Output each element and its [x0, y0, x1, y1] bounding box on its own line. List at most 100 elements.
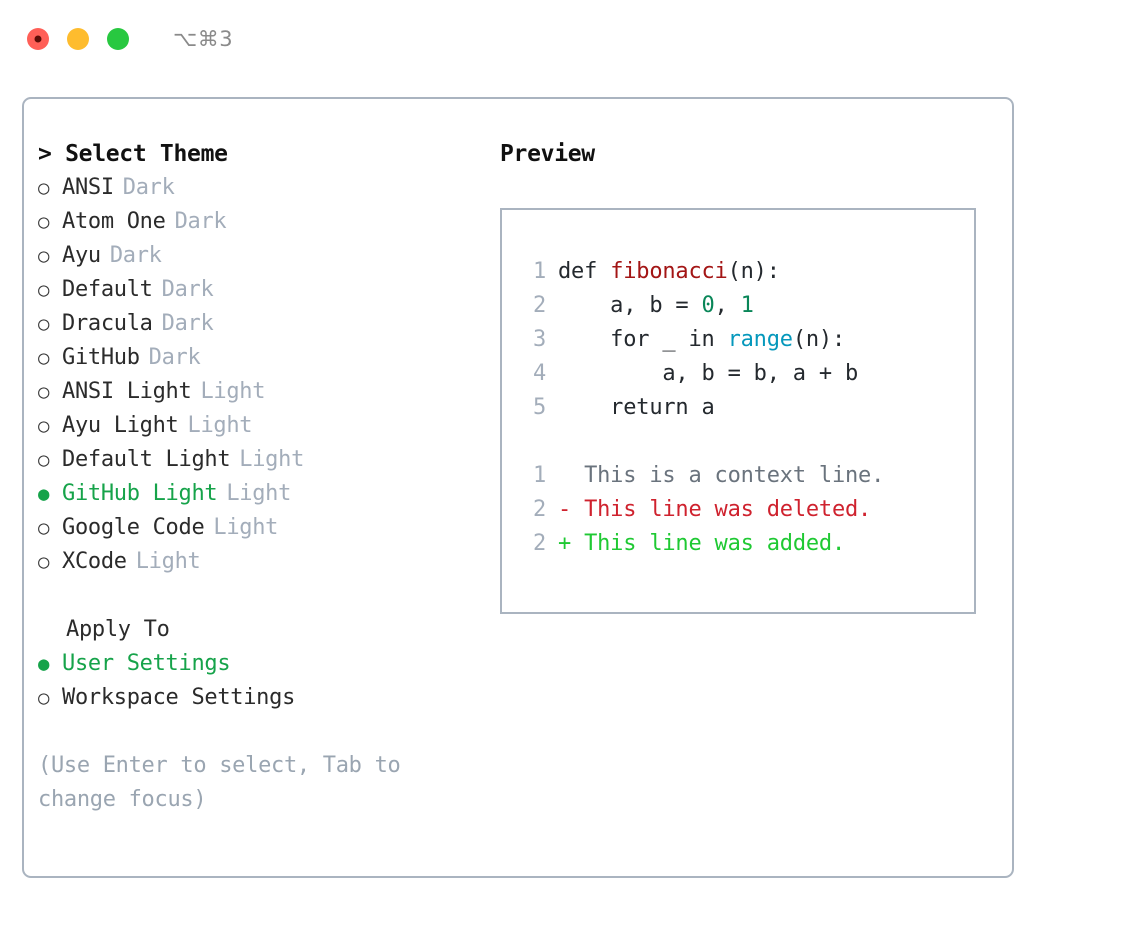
diff-line-number: 2 — [532, 497, 546, 522]
theme-option-mode-badge: Dark — [122, 175, 175, 200]
diff-line-ctx: 1 This is a context line. — [518, 459, 974, 493]
theme-option-github[interactable]: ○ GitHub Dark — [38, 341, 478, 375]
diff-sign-ctx — [558, 459, 584, 493]
theme-option-mode-badge: Dark — [174, 209, 227, 234]
title-bar: ⌥⌘3 — [0, 0, 1140, 78]
theme-option-mode-badge: Dark — [148, 345, 201, 370]
code-line: 4 a, b = b, a + b — [518, 357, 974, 391]
code-line-number: 2 — [532, 293, 546, 318]
code-line-number: 5 — [532, 395, 546, 420]
radio-unselected-icon: ○ — [38, 211, 50, 233]
theme-option-default-light[interactable]: ○ Default Light Light — [38, 443, 478, 477]
theme-option-label: GitHub Light — [62, 481, 218, 506]
code-token-plain: (n): — [727, 259, 780, 284]
theme-option-mode-badge: Light — [239, 447, 305, 472]
theme-option-ayu[interactable]: ○ Ayu Dark — [38, 239, 478, 273]
diff-sign-del: - — [558, 497, 585, 522]
diff-line-text: This is a context line. — [584, 463, 885, 488]
apply-to-option-label: User Settings — [62, 651, 231, 676]
theme-option-mode-badge: Light — [135, 549, 201, 574]
theme-option-label: XCode — [62, 549, 127, 574]
diff-line-del: 2- This line was deleted. — [518, 493, 974, 527]
theme-option-mode-badge: Dark — [109, 243, 162, 268]
diff-line-add: 2+ This line was added. — [518, 527, 974, 561]
code-token-plain: (n): — [792, 327, 846, 352]
minimize-button[interactable] — [67, 28, 89, 50]
theme-option-label: Dracula — [62, 311, 153, 336]
code-token-plain: a, b = b, a + b — [558, 361, 859, 386]
theme-option-mode-badge: Light — [226, 481, 292, 506]
code-line-number: 1 — [532, 259, 546, 284]
code-line-number: 4 — [532, 361, 546, 386]
code-line: 3 for _ in range(n): — [518, 323, 974, 357]
theme-option-google-code[interactable]: ○ Google Code Light — [38, 511, 478, 545]
theme-option-ansi-light[interactable]: ○ ANSI Light Light — [38, 375, 478, 409]
select-theme-header: > Select Theme — [38, 141, 228, 167]
close-button[interactable] — [27, 28, 49, 50]
code-token-num: 1 — [740, 293, 754, 318]
code-token-plain: , — [714, 293, 741, 318]
diff-line-text: This line was added. — [584, 531, 845, 556]
code-line-number: 3 — [532, 327, 546, 352]
theme-option-mode-badge: Light — [187, 413, 253, 438]
diff-sign-add: + — [558, 531, 585, 556]
keyboard-shortcut-label: ⌥⌘3 — [173, 27, 234, 51]
theme-option-label: ANSI Light — [62, 379, 192, 404]
theme-option-xcode[interactable]: ○ XCode Light — [38, 545, 478, 579]
code-token-call: range — [727, 327, 793, 352]
code-token-func: fibonacci — [610, 259, 728, 284]
theme-option-label: GitHub — [62, 345, 140, 370]
theme-option-label: Ayu Light — [62, 413, 179, 438]
radio-unselected-icon: ○ — [38, 245, 50, 267]
theme-option-mode-badge: Light — [213, 515, 279, 540]
theme-option-label: Google Code — [62, 515, 205, 540]
theme-option-dracula[interactable]: ○ Dracula Dark — [38, 307, 478, 341]
theme-option-mode-badge: Dark — [161, 311, 214, 336]
apply-to-option-user-settings[interactable]: ● User Settings — [38, 647, 478, 681]
apply-to-option-label: Workspace Settings — [62, 685, 296, 710]
code-line: 5 return a — [518, 391, 974, 425]
code-token-num: 0 — [701, 293, 715, 318]
preview-title: Preview — [500, 141, 595, 167]
radio-unselected-icon: ○ — [38, 551, 50, 573]
radio-unselected-icon: ○ — [38, 517, 50, 539]
radio-selected-icon: ● — [38, 653, 50, 675]
radio-unselected-icon: ○ — [38, 347, 50, 369]
code-token-plain: for _ in — [558, 327, 728, 352]
code-token-plain: a, b = — [558, 293, 702, 318]
theme-option-label: Default Light — [62, 447, 231, 472]
apply-to-option-list: ● User Settings ○ Workspace Settings — [38, 647, 478, 715]
theme-option-label: Default — [62, 277, 153, 302]
theme-option-label: Ayu — [62, 243, 101, 268]
code-diff-spacer — [518, 425, 974, 459]
radio-unselected-icon: ○ — [38, 177, 50, 199]
radio-unselected-icon: ○ — [38, 313, 50, 335]
keyboard-hint-text: (Use Enter to select, Tab to change focu… — [38, 753, 401, 812]
diff-line-number: 1 — [532, 463, 546, 488]
apply-to-option-workspace-settings[interactable]: ○ Workspace Settings — [38, 681, 478, 715]
section-spacer — [38, 579, 478, 613]
traffic-light-group — [27, 28, 129, 50]
theme-option-label: ANSI — [62, 175, 114, 200]
diff-sample: 1 This is a context line.2- This line wa… — [518, 459, 974, 561]
code-token-plain: def — [558, 259, 611, 284]
maximize-button[interactable] — [107, 28, 129, 50]
radio-unselected-icon: ○ — [38, 381, 50, 403]
theme-option-mode-badge: Light — [200, 379, 266, 404]
diff-line-text: This line was deleted. — [584, 497, 872, 522]
radio-unselected-icon: ○ — [38, 449, 50, 471]
code-token-plain: return a — [558, 395, 715, 420]
radio-unselected-icon: ○ — [38, 687, 50, 709]
theme-option-mode-badge: Dark — [161, 277, 214, 302]
theme-option-ansi[interactable]: ○ ANSI Dark — [38, 171, 478, 205]
